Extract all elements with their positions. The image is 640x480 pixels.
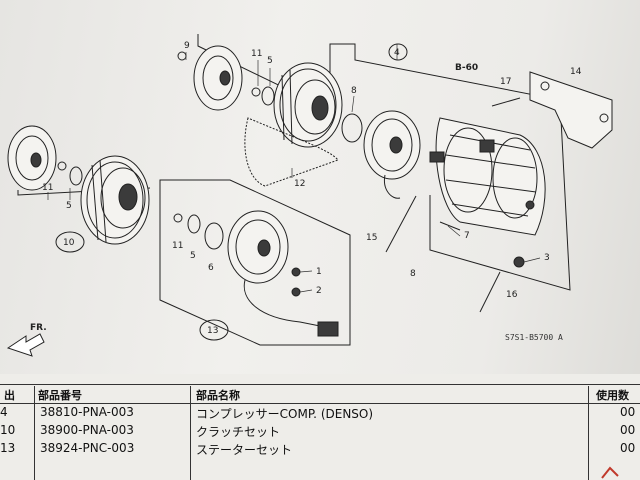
callout-7: 7 — [464, 231, 470, 241]
row-part-name: コンプレッサーCOMP. (DENSO) — [196, 407, 374, 421]
nut-3 — [513, 256, 525, 268]
screw-1 — [291, 267, 301, 277]
header-usage: 使用数 — [596, 389, 629, 402]
snap-ring-5-left — [69, 166, 83, 186]
compressor-body — [429, 117, 546, 236]
callout-5-top: 5 — [267, 56, 273, 66]
table-col-divider — [34, 386, 35, 480]
header-part-number: 部品番号 — [38, 389, 82, 402]
snap-ring-6 — [204, 222, 224, 250]
front-label: FR. — [30, 323, 47, 333]
row-part-name: クラッチセット — [196, 425, 281, 439]
screw-2 — [291, 287, 301, 297]
row-usage: 00 — [620, 441, 636, 455]
callout-15: 15 — [366, 233, 377, 243]
pulley-top — [273, 62, 343, 148]
callout-11-left: 11 — [42, 183, 53, 193]
parts-table: 出 部品番号 部品名称 使用数 4 38810-PNA-003 コンプレッサーC… — [0, 374, 640, 480]
callout-17: 17 — [500, 77, 511, 87]
row-no: 4 — [0, 405, 8, 419]
callout-5-lower: 5 — [190, 251, 196, 261]
bolt-15 — [385, 195, 417, 253]
bolt-17 — [491, 97, 521, 107]
header-part-name: 部品名称 — [196, 389, 240, 402]
bolt-16 — [479, 271, 501, 313]
snap-ring-8 — [341, 113, 363, 143]
callout-16: 16 — [506, 290, 518, 300]
red-ink-mark — [601, 466, 619, 479]
callout-4-circle — [388, 43, 408, 61]
ref-b60: B-60 — [455, 63, 478, 73]
table-header-line — [0, 403, 640, 404]
header-no: 出 — [4, 389, 15, 402]
bolt-9 — [177, 51, 187, 61]
snap-ring-5-top — [261, 86, 275, 106]
table-row: 10 38900-PNA-003 クラッチセット 00 — [0, 423, 640, 441]
row-part-number: 38810-PNA-003 — [40, 405, 134, 419]
callout-13-circle — [199, 319, 229, 341]
table-col-divider — [190, 386, 191, 480]
callout-11-lower: 11 — [172, 241, 183, 251]
row-part-name: ステーターセット — [196, 443, 293, 457]
stator-group-box — [159, 179, 351, 346]
bracket-hole-a — [540, 81, 550, 91]
callout-8-lower: 8 — [410, 269, 416, 279]
callout-11-top: 11 — [251, 49, 262, 59]
callout-9: 9 — [184, 41, 190, 51]
table-top-line — [0, 384, 640, 385]
table-row: 4 38810-PNA-003 コンプレッサーCOMP. (DENSO) 00 — [0, 405, 640, 423]
row-part-number: 38924-PNC-003 — [40, 441, 135, 455]
pulley-left — [80, 155, 150, 245]
table-row: 13 38924-PNC-003 ステーターセット 00 — [0, 441, 640, 459]
snap-ring-5-lower — [187, 214, 201, 234]
table-col-divider — [588, 386, 589, 480]
callout-13: 13 — [207, 326, 218, 336]
callout-3: 3 — [544, 253, 550, 263]
stator-lower — [227, 210, 339, 337]
nut-11-left — [57, 161, 67, 171]
bracket-hole-b — [599, 113, 609, 123]
front-arrow: FR. — [6, 323, 47, 357]
callout-6: 6 — [208, 263, 214, 273]
table-header: 出 部品番号 部品名称 使用数 — [0, 387, 640, 405]
callout-2: 2 — [316, 286, 322, 296]
callout-10: 10 — [63, 238, 75, 248]
row-no: 10 — [0, 423, 16, 437]
callout-12: 12 — [294, 179, 305, 189]
row-usage: 00 — [620, 405, 636, 419]
nut-11-lower — [173, 213, 183, 223]
belt-12 — [244, 117, 339, 187]
callout-1: 1 — [316, 267, 322, 277]
row-usage: 00 — [620, 423, 636, 437]
row-no: 13 — [0, 441, 16, 455]
assembly-outline — [197, 34, 571, 291]
clutch-plate-top — [193, 45, 243, 111]
row-part-number: 38900-PNA-003 — [40, 423, 134, 437]
drawing-code: S7S1-B5700 A — [505, 333, 563, 342]
stator-center — [363, 110, 421, 199]
clip-7 — [439, 221, 461, 231]
callout-5-left: 5 — [66, 201, 72, 211]
callout-8: 8 — [351, 86, 357, 96]
nut-11-top — [251, 87, 261, 97]
callout-10-circle — [55, 231, 85, 253]
callout-4: 4 — [394, 48, 400, 58]
callout-14: 14 — [570, 67, 582, 77]
clutch-plate-left — [7, 125, 57, 191]
bracket-14 — [529, 71, 613, 149]
